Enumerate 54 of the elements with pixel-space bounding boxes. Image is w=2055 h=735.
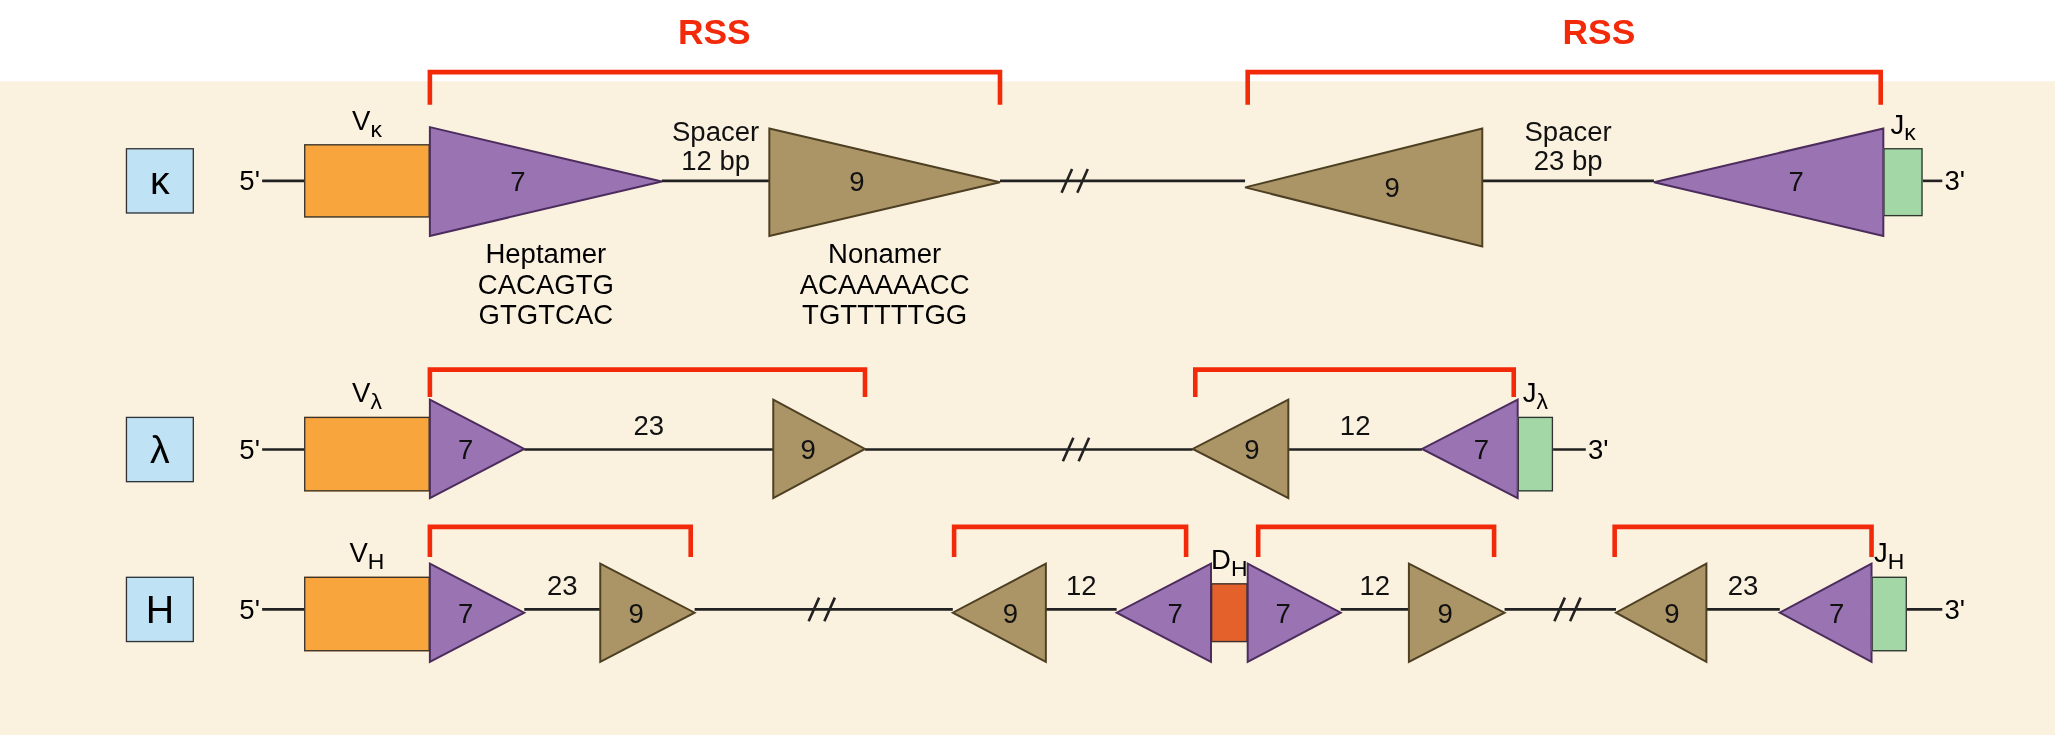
segment-label: V$_{λ}$: [352, 377, 382, 416]
dna-line: [1922, 179, 1943, 183]
dna-line: [1482, 179, 1654, 183]
triangle-number: 7: [458, 433, 474, 465]
sequence-note: Heptamer CACAGTG GTGTCAC: [477, 238, 614, 330]
triangle-number: 9: [1384, 171, 1400, 204]
triangle-number: 9: [1437, 597, 1453, 629]
dna-line: [661, 179, 770, 183]
dna-line: [863, 436, 1194, 463]
triangle-number: 7: [1788, 166, 1804, 198]
triangle-number: 9: [628, 597, 644, 629]
segment-label: V$_{H}$: [349, 537, 385, 576]
rss-label: RSS: [1562, 14, 1636, 52]
dna-line: [524, 448, 774, 451]
triangle-number: 9: [800, 433, 816, 465]
triangle-number: 9: [1244, 433, 1260, 465]
triangle-number: 7: [1275, 597, 1291, 629]
strand-end-label: 3': [1942, 593, 1968, 626]
segment-label: J$_{λ}$: [1522, 377, 1548, 416]
dna-line: [1503, 596, 1618, 623]
dna-line: [524, 608, 601, 611]
dna-line: [1340, 608, 1409, 611]
triangle-number: 7: [458, 597, 474, 629]
dna-line: [693, 596, 955, 623]
dna-line: [1288, 448, 1422, 451]
dna-line: [1553, 448, 1586, 451]
dna-line: [262, 448, 305, 451]
segment-label: J$_{H}$: [1874, 537, 1905, 576]
dna-line: [1045, 608, 1117, 611]
rss-label: RSS: [677, 14, 751, 52]
triangle-number: 7: [1473, 433, 1489, 465]
dna-line: [262, 179, 305, 183]
dna-line: [262, 608, 305, 611]
triangle-number: 9: [1002, 597, 1019, 629]
strand-end-label: 5': [237, 593, 263, 626]
segment-label: J$_{κ}$: [1890, 108, 1916, 147]
segment-label: D$_{H}$: [1211, 543, 1248, 582]
locus-label: κ: [125, 148, 194, 214]
triangle-number: 7: [510, 165, 526, 198]
triangle-number: 9: [849, 166, 865, 198]
dna-line: [998, 167, 1247, 194]
strand-end-label: 5': [237, 433, 263, 466]
locus-label: H: [125, 576, 194, 643]
locus-label: λ: [125, 416, 194, 483]
strand-end-label: 5': [237, 165, 263, 197]
triangle-number: 9: [1664, 597, 1680, 629]
segment-label: V$_{κ}$: [352, 104, 382, 143]
strand-end-label: 3': [1585, 433, 1611, 466]
triangle-number: 7: [1829, 597, 1845, 629]
strand-end-label: 3': [1942, 165, 1968, 197]
triangle-number: 7: [1167, 597, 1183, 629]
dna-line: [1906, 608, 1943, 611]
sequence-note: Nonamer ACAAAAACC TGTTTTTGG: [799, 238, 970, 330]
dna-line: [1706, 608, 1780, 611]
